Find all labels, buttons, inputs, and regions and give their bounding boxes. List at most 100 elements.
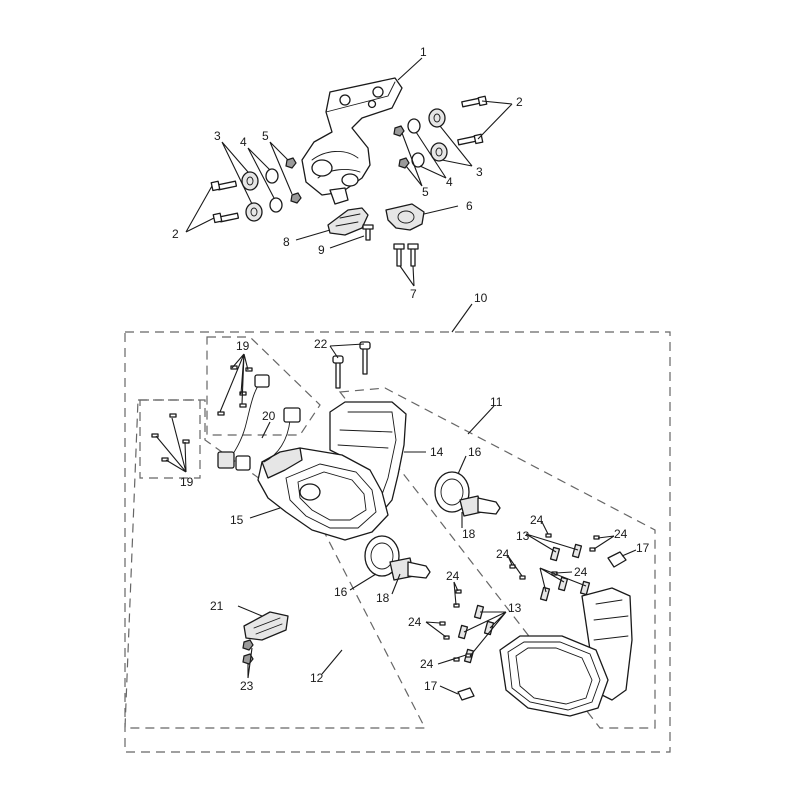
callout-24-d: 24 <box>574 565 588 579</box>
bulb-17-right <box>607 551 627 568</box>
callout-10: 10 <box>474 291 488 305</box>
screw-9 <box>365 227 371 241</box>
nut-23-upper <box>242 639 254 651</box>
callout-24-g: 24 <box>420 657 434 671</box>
harness-connector-upper <box>254 374 270 388</box>
callout-17-lower: 17 <box>424 679 438 693</box>
bolt-22-right <box>362 347 368 375</box>
bolt-2-right-lower <box>457 133 484 146</box>
grommet-hole <box>250 207 258 217</box>
rubber-grommet-3-right-upper <box>428 108 446 128</box>
assembly-group-11-outline <box>338 387 656 729</box>
bolt-group-left-outline <box>139 399 201 479</box>
callout-9: 9 <box>318 243 325 257</box>
screw-set-19-lower <box>151 413 190 462</box>
callout-16-lower: 16 <box>334 585 348 599</box>
callout-3-right: 3 <box>476 165 483 179</box>
bolt-2-left-lower <box>212 212 240 224</box>
callout-16-upper: 16 <box>468 445 482 459</box>
housing-lens-inner <box>297 471 367 521</box>
bulb-18-lower <box>407 561 431 579</box>
callout-6: 6 <box>466 199 473 213</box>
clip-set-13-lower <box>457 604 495 664</box>
leader-lines <box>155 57 637 695</box>
callout-2-right: 2 <box>516 95 523 109</box>
harness-connector-right <box>283 407 301 423</box>
callout-21: 21 <box>210 599 224 613</box>
spacer-4-right-upper <box>407 118 421 134</box>
shroud-rib <box>337 429 393 449</box>
bolt-7-right-head <box>407 243 419 250</box>
relay-bracket-slots <box>253 617 283 635</box>
housing-bulb-port <box>299 483 321 501</box>
bolt-7-right <box>410 247 416 267</box>
callout-1: 1 <box>420 45 427 59</box>
mounting-bracket-assembly <box>210 77 488 267</box>
bracket-hole-lower <box>367 99 377 109</box>
rubber-grommet-3-left-lower <box>245 202 263 222</box>
nut-5-left-lower <box>290 192 302 204</box>
screw-set-19-upper <box>217 365 253 416</box>
spacer-4-left-upper <box>265 168 279 184</box>
bolt-7-left <box>396 247 402 267</box>
bracket-hole-upper-right <box>372 86 384 98</box>
callout-19-upper: 19 <box>236 339 250 353</box>
callout-4-left: 4 <box>240 135 247 149</box>
callout-24-e: 24 <box>446 569 460 583</box>
callout-24-f: 24 <box>408 615 422 629</box>
callout-12: 12 <box>310 671 324 685</box>
callout-3-left: 3 <box>214 129 221 143</box>
callout-15: 15 <box>230 513 244 527</box>
wiring-fastener-group-outline <box>206 336 321 436</box>
callout-4-right: 4 <box>446 175 453 189</box>
bracket-lower-foot <box>329 187 349 205</box>
relay-bracket-21 <box>243 611 289 641</box>
bolt-22-right-head <box>359 341 371 350</box>
callout-5-right: 5 <box>422 185 429 199</box>
bolt-22-left <box>335 361 341 389</box>
bracket-cover-6 <box>385 203 425 231</box>
nut-5-right-lower <box>398 157 410 169</box>
bracket-boss-right <box>341 173 359 187</box>
callout-17-right: 17 <box>636 541 650 555</box>
callout-8: 8 <box>283 235 290 249</box>
callout-7: 7 <box>410 287 417 301</box>
grommet-hole <box>433 113 441 123</box>
rubber-grommet-3-left-upper <box>241 171 259 191</box>
callout-18-lower: 18 <box>376 591 390 605</box>
shroud-inner-edge <box>347 411 397 501</box>
callout-labels: 1 2 2 3 3 4 4 5 5 6 7 8 9 10 11 12 13 13… <box>172 45 650 693</box>
lamp-unit-lens <box>499 635 609 717</box>
callout-22: 22 <box>314 337 328 351</box>
callout-20: 20 <box>262 409 276 423</box>
callout-14: 14 <box>430 445 444 459</box>
lamp-unit-group <box>242 533 633 717</box>
callout-13-upper: 13 <box>516 529 530 543</box>
bulb-18-upper <box>477 497 501 515</box>
clip-set-13-upper <box>539 543 591 602</box>
assembly-group-10-outline <box>124 331 671 753</box>
bolt-7-left-head <box>393 243 405 250</box>
housing-rear-mount <box>261 447 303 479</box>
bracket-flange-line <box>325 81 396 113</box>
lamp-lens-ring <box>507 641 601 711</box>
callout-24-b: 24 <box>614 527 628 541</box>
harness-connector-mid <box>235 455 251 471</box>
headlight-assembly <box>151 341 501 581</box>
bulb-holder-ring <box>440 478 464 506</box>
harness-connector-left <box>217 451 235 469</box>
bolt-22-left-head <box>332 355 344 364</box>
bracket-boss-left <box>311 159 333 177</box>
callout-5-left: 5 <box>262 129 269 143</box>
cover-8-ridge <box>335 213 361 227</box>
callout-24-a: 24 <box>530 513 544 527</box>
nut-5-left-upper <box>285 157 297 169</box>
screw-9-head <box>362 224 374 230</box>
bracket-cover-8 <box>327 207 369 236</box>
grommet-hole <box>246 176 254 186</box>
callout-19-lower: 19 <box>180 475 194 489</box>
callout-2-left: 2 <box>172 227 179 241</box>
callout-23: 23 <box>240 679 254 693</box>
lamp-rear-ribs <box>593 599 629 641</box>
